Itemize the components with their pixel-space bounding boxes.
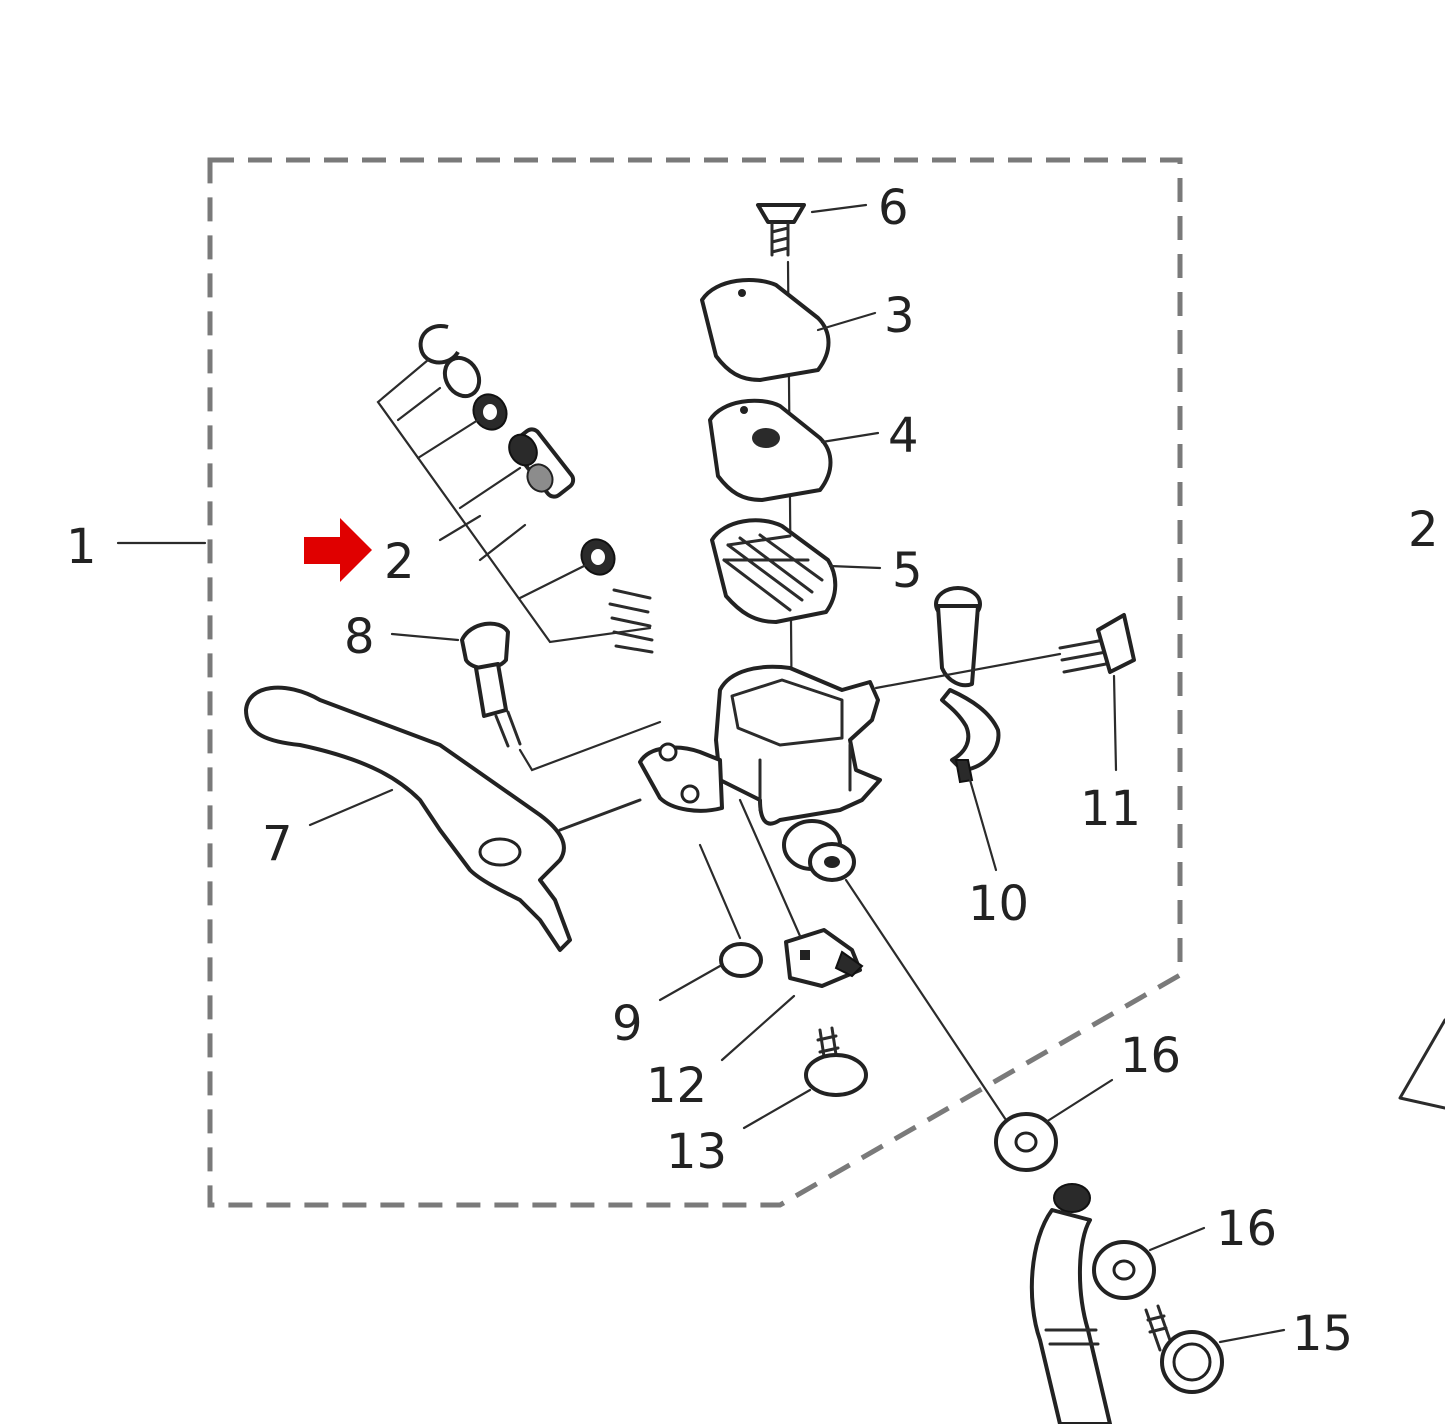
adjacent-part-fragment: [1398, 1018, 1445, 1110]
callout-12: 12: [646, 1058, 707, 1114]
callout-7: 7: [262, 816, 293, 872]
master-cylinder-body: [638, 664, 882, 882]
callout-16-lower: 16: [1216, 1201, 1277, 1257]
nut-axis: [698, 843, 742, 940]
pivot-leader: [518, 720, 662, 772]
leader-6: [810, 203, 868, 214]
part-3-cap: [700, 278, 831, 382]
callout-8: 8: [344, 609, 375, 665]
part-10-banjo: [934, 586, 1001, 784]
switch-axis: [738, 798, 802, 938]
part-5-diaphragm: [710, 518, 838, 624]
part-11-bleeder: [1058, 613, 1136, 674]
hose-axis: [844, 878, 1008, 1122]
part-12-switch: [784, 928, 864, 988]
part-6-screw: [756, 203, 806, 257]
highlight-arrow-icon: [304, 518, 372, 582]
part-9-nut: [719, 942, 763, 978]
leader-12: [720, 994, 796, 1062]
part-2-piston-kit: [376, 323, 654, 654]
assembly-boundary: [207, 157, 1183, 1208]
callout-2-edge: 2: [1408, 502, 1439, 558]
callout-11: 11: [1080, 781, 1141, 837]
leader-15: [1218, 1328, 1286, 1344]
callout-3: 3: [884, 288, 915, 344]
leader-9: [658, 964, 722, 1002]
callout-13: 13: [666, 1124, 727, 1180]
leader-13: [742, 1088, 812, 1130]
leader-7: [308, 788, 394, 827]
leader-2: [438, 514, 482, 542]
callout-1: 1: [66, 519, 97, 575]
leader-3: [816, 311, 877, 332]
leader-16a: [1044, 1078, 1114, 1124]
callout-15: 15: [1292, 1306, 1353, 1362]
part-16-washer-upper: [994, 1112, 1058, 1172]
banjo-axis: [874, 652, 1062, 690]
callout-9: 9: [612, 996, 643, 1052]
callout-4: 4: [888, 408, 919, 464]
callout-16-upper: 16: [1120, 1028, 1181, 1084]
leader-10: [968, 778, 998, 872]
callout-5: 5: [892, 543, 923, 599]
leader-11: [1112, 674, 1118, 772]
leader-8: [390, 632, 460, 642]
leader-4: [820, 431, 880, 444]
brake-hose: [1029, 1183, 1112, 1424]
leader-5: [828, 564, 882, 570]
callout-2: 2: [384, 534, 415, 590]
part-4-plate: [708, 398, 833, 502]
leader-16b: [1148, 1226, 1206, 1252]
part-15-banjo-bolt: [1144, 1304, 1224, 1394]
part-8-pivot-bolt: [460, 621, 522, 748]
callout-10: 10: [968, 876, 1029, 932]
part-16-washer-lower: [1092, 1240, 1156, 1300]
part-7-lever: [244, 685, 572, 952]
part-13-screw: [804, 1026, 868, 1097]
callout-6: 6: [878, 180, 909, 236]
